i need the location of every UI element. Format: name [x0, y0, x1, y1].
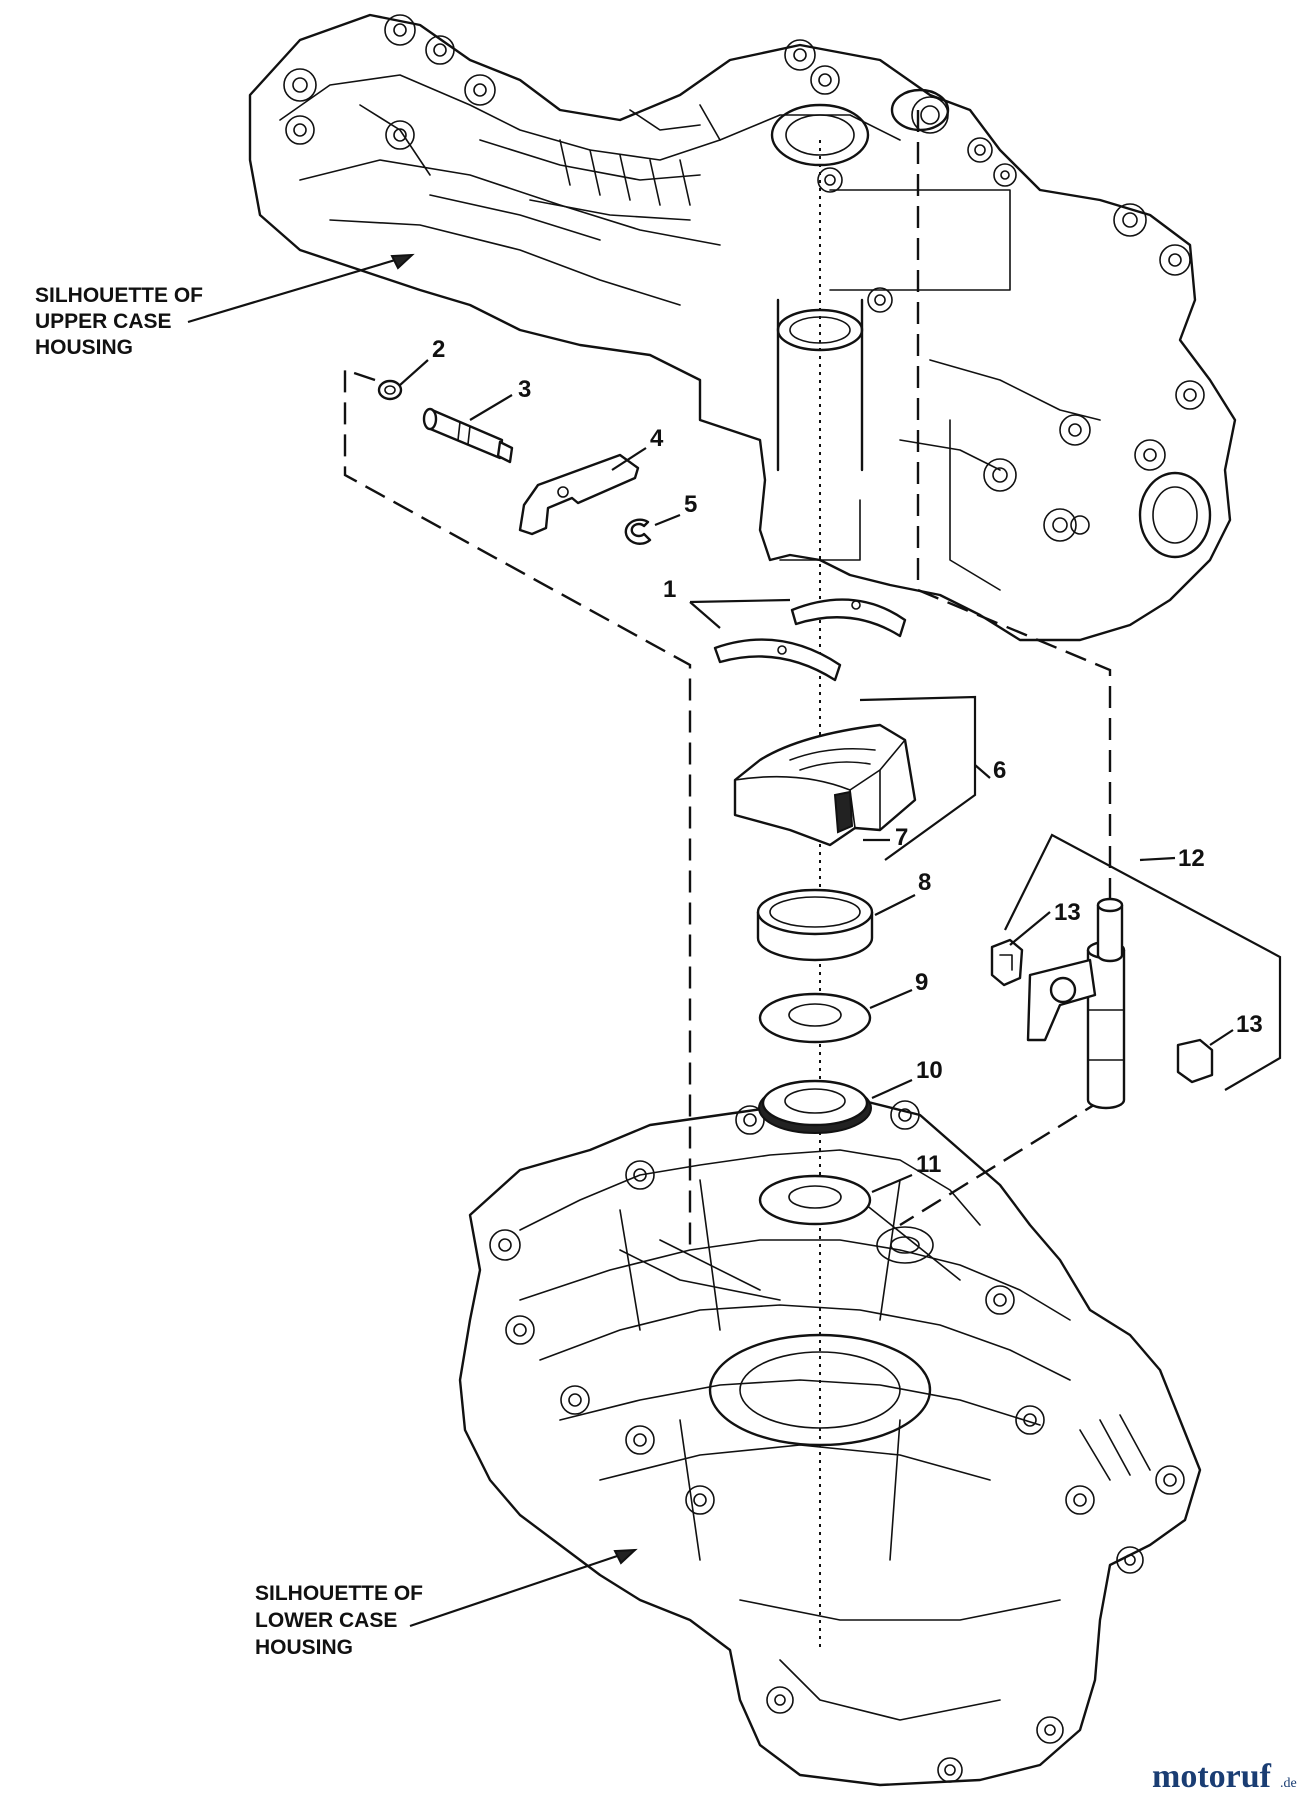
watermark-tld: .de [1280, 1776, 1297, 1791]
callout-8: 8 [918, 869, 931, 896]
callout-13-left: 13 [1054, 899, 1081, 926]
upper-label-line-2: UPPER CASE [35, 310, 172, 333]
lower-label-line-3: HOUSING [255, 1636, 353, 1659]
callout-4: 4 [650, 425, 664, 452]
part-11-washer [758, 1174, 872, 1226]
callout-2: 2 [432, 336, 445, 363]
callout-numbers: 1 2 3 4 5 6 7 8 9 10 11 12 13 13 [432, 336, 1263, 1178]
watermark-brand: motoruf [1152, 1758, 1272, 1795]
lower-label-line-1: SILHOUETTE OF [255, 1582, 423, 1605]
upper-case-label: SILHOUETTE OF UPPER CASE HOUSING [35, 284, 203, 359]
callout-12: 12 [1178, 845, 1205, 872]
part-12-shift-shaft [1026, 897, 1126, 1110]
part-6-swashplate [733, 723, 917, 847]
part-3-pin [422, 407, 514, 464]
upper-label-line-3: HOUSING [35, 336, 133, 359]
lower-case-housing [458, 1098, 1202, 1787]
callout-13-right: 13 [1236, 1011, 1263, 1038]
part-9-washer [758, 992, 872, 1044]
callout-7: 7 [895, 824, 908, 851]
callout-11: 11 [916, 1151, 941, 1178]
part-13-shoe-left [990, 938, 1024, 987]
part-8-ring [756, 888, 874, 962]
callout-1: 1 [663, 576, 676, 603]
lower-label-line-2: LOWER CASE [255, 1609, 397, 1632]
part-4-bracket [518, 453, 640, 536]
part-2-ring [377, 379, 403, 401]
callout-6: 6 [993, 757, 1006, 784]
callout-5: 5 [684, 491, 697, 518]
part-10-thrust-bearing [758, 1079, 872, 1134]
watermark-logo: motoruf .de [1152, 1758, 1297, 1795]
leader-lines [187, 253, 1282, 1628]
part-13-shoe-right [1176, 1038, 1214, 1084]
lower-case-label: SILHOUETTE OF LOWER CASE HOUSING [255, 1582, 423, 1659]
callout-3: 3 [518, 376, 531, 403]
part-5-clip [624, 518, 652, 545]
part-1-bearing-shells [713, 598, 907, 682]
upper-label-line-1: SILHOUETTE OF [35, 284, 203, 307]
upper-case-housing [248, 13, 1237, 642]
callout-10: 10 [916, 1057, 943, 1084]
callout-9: 9 [915, 969, 928, 996]
